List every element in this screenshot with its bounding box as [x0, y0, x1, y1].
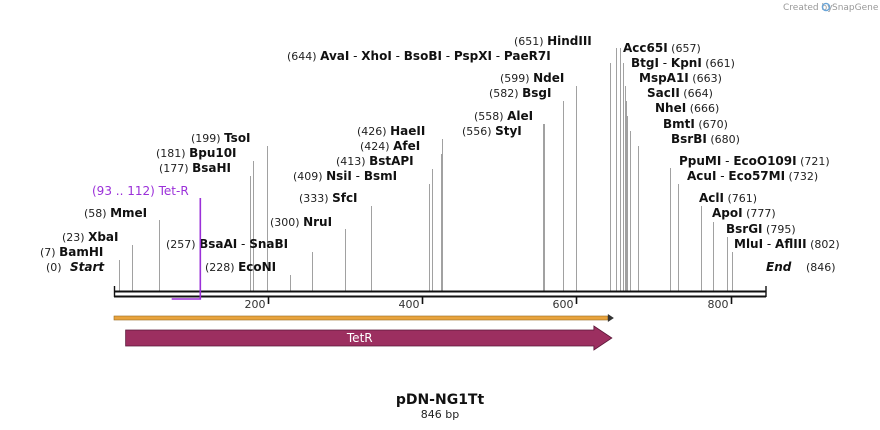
feature-label: TetR: [346, 331, 373, 345]
site-label-xbai[interactable]: (23) XbaI: [62, 230, 118, 244]
site-label-bpu10i[interactable]: (181) Bpu10I: [156, 146, 237, 160]
site-label-econi[interactable]: (228) EcoNI: [205, 260, 276, 274]
position-axis: 200 400 600 800: [113, 286, 767, 311]
site-label-avai[interactable]: (644) AvaI - XhoI - BsoBI - PspXI - PaeR…: [287, 49, 551, 63]
site-label-bsgi[interactable]: (582) BsgI: [489, 86, 551, 100]
axis-tick-label-200: 200: [245, 298, 266, 311]
site-label-mmei[interactable]: (58) MmeI: [84, 206, 147, 220]
orf-ruler: [113, 314, 614, 322]
feature-arrow: [125, 325, 613, 351]
site-label-alei[interactable]: (558) AleI: [474, 109, 533, 123]
primer-tet-r[interactable]: (93 .. 112) Tet-R: [92, 184, 202, 300]
map-title: pDN-NG1Tt: [396, 392, 485, 408]
created-by-text: Created by: [783, 3, 833, 13]
site-lines: [119, 48, 733, 291]
site-label-bmti[interactable]: BmtI (670): [663, 117, 728, 131]
axis-tick-label-600: 600: [553, 298, 574, 311]
start-label: Start: [70, 260, 105, 274]
site-label-bsrgi[interactable]: BsrGI (795): [726, 222, 796, 236]
site-label-nsii[interactable]: (409) NsiI - BsmI: [293, 169, 397, 183]
site-label-bstapi[interactable]: (413) BstAPI: [336, 154, 414, 168]
axis-tick-label-400: 400: [399, 298, 420, 311]
site-label-acui[interactable]: AcuI - Eco57MI (732): [687, 169, 818, 183]
site-label-acli[interactable]: AclI (761): [699, 191, 757, 205]
end-label: End: [766, 260, 792, 274]
site-label-bsrbi[interactable]: BsrBI (680): [671, 132, 740, 146]
site-label-btgi[interactable]: BtgI - KpnI (661): [631, 56, 735, 70]
site-label-ppumi[interactable]: PpuMI - EcoO109I (721): [679, 154, 830, 168]
site-label-mlui[interactable]: MluI - AflIII (802): [734, 237, 840, 251]
site-label-hindiii[interactable]: (651) HindIII: [514, 34, 592, 48]
site-label-afei[interactable]: (424) AfeI: [360, 139, 420, 153]
primer-label: (93 .. 112) Tet-R: [92, 184, 189, 198]
primer-arrow: [171, 198, 202, 300]
ruler-arrowhead: [607, 314, 614, 322]
site-label-tsoi[interactable]: (199) TsoI: [191, 131, 251, 145]
snapgene-logo: SnapGene: [821, 2, 879, 13]
site-label-bsahi[interactable]: (177) BsaHI: [159, 161, 231, 175]
site-label-nhei[interactable]: NheI (666): [655, 101, 719, 115]
axis-tick-label-800: 800: [708, 298, 729, 311]
site-labels: (7) BamHI(23) XbaI(58) MmeI(177) BsaHI(1…: [40, 34, 840, 274]
end-position: (846): [806, 261, 836, 274]
ruler-bar: [113, 315, 609, 321]
site-label-bamhi[interactable]: (7) BamHI: [40, 245, 103, 259]
start-position: (0): [46, 261, 62, 274]
site-label-haeii[interactable]: (426) HaeII: [357, 124, 425, 138]
site-label-sacii[interactable]: SacII (664): [647, 86, 713, 100]
site-label-ndei[interactable]: (599) NdeI: [500, 71, 564, 85]
site-label-acc65i[interactable]: Acc65I (657): [623, 41, 701, 55]
site-label-styi[interactable]: (556) StyI: [462, 124, 522, 138]
feature-tetr[interactable]: TetR: [125, 325, 613, 351]
map-length: 846 bp: [421, 408, 459, 421]
site-label-sfci[interactable]: (333) SfcI: [299, 191, 358, 205]
site-label-apoi[interactable]: ApoI (777): [712, 206, 776, 220]
snapgene-brand: SnapGene: [832, 3, 879, 13]
sequence-backbone: [114, 290, 766, 298]
site-label-nrui[interactable]: (300) NruI: [270, 215, 332, 229]
site-label-mspa1i[interactable]: MspA1I (663): [639, 71, 722, 85]
site-label-bsaai[interactable]: (257) BsaAI - SnaBI: [166, 237, 288, 251]
